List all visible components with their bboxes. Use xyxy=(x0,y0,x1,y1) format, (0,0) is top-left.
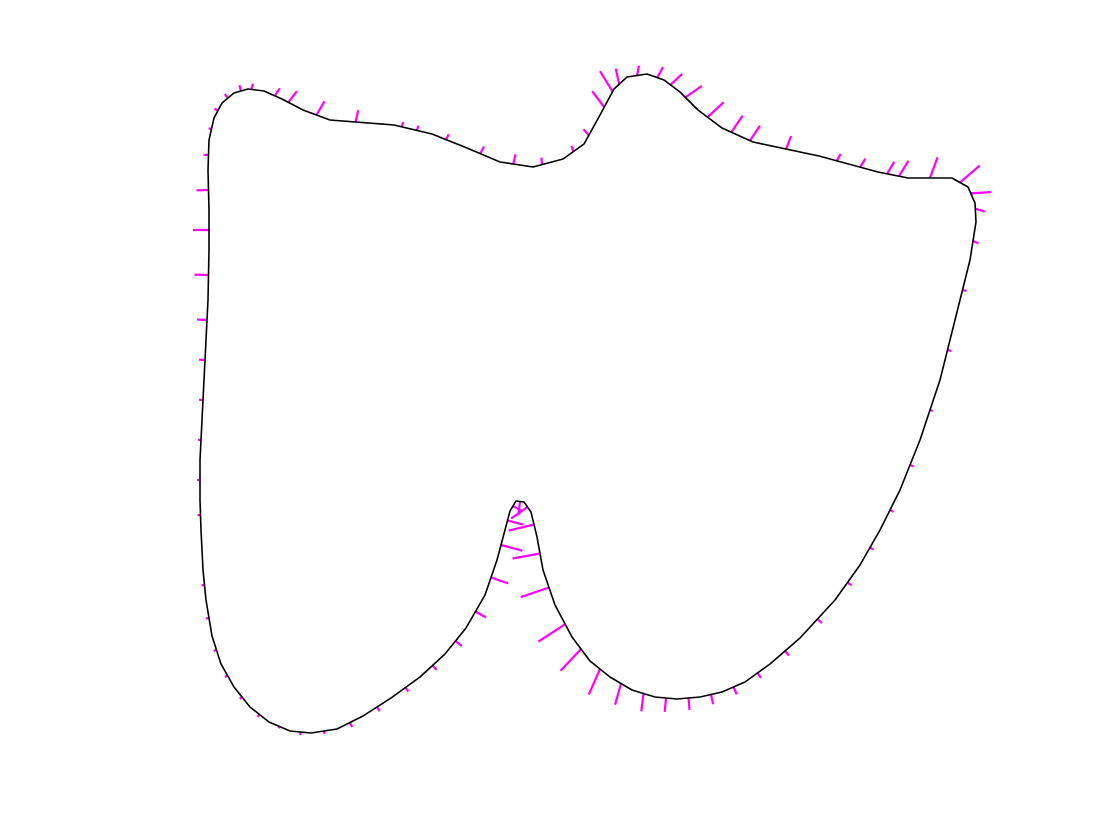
hatch-mark xyxy=(730,115,744,133)
hatch-mark xyxy=(859,158,867,168)
hatch-mark xyxy=(835,153,842,162)
hatch-mark xyxy=(238,84,243,92)
hatch-mark xyxy=(635,65,641,76)
hatch-mark xyxy=(474,610,487,619)
hatch-mark xyxy=(512,552,541,560)
hatch-mark xyxy=(886,161,896,175)
hatch-mark xyxy=(250,83,255,90)
hatch-mark xyxy=(709,694,715,705)
hatch-mark xyxy=(537,623,566,643)
hatch-mark xyxy=(663,697,668,713)
hatch-mark xyxy=(454,640,463,647)
hatch-mark xyxy=(928,156,939,179)
hatch-mark xyxy=(656,66,665,79)
hatch-mark xyxy=(846,581,853,587)
hatch-mark xyxy=(784,650,790,657)
hatch-mark xyxy=(223,93,229,99)
hatch-mark xyxy=(445,133,450,141)
hatch-marks xyxy=(193,65,991,736)
hatch-mark xyxy=(970,191,991,195)
hatch-mark xyxy=(512,505,523,513)
hatch-mark xyxy=(784,135,793,150)
hatch-mark xyxy=(273,87,281,97)
hatch-mark xyxy=(479,145,485,155)
hatch-mark xyxy=(669,73,683,86)
hatch-mark xyxy=(684,84,703,99)
hatch-mark xyxy=(959,164,981,184)
hatch-mark xyxy=(196,318,208,322)
hatch-mark xyxy=(687,697,691,711)
hatch-mark xyxy=(756,672,762,679)
hatch-mark xyxy=(507,519,524,526)
hatch-mark xyxy=(508,523,535,532)
hatch-mark xyxy=(732,686,738,695)
hatch-mark xyxy=(400,121,405,128)
hatch-mark xyxy=(490,576,509,585)
hatch-mark xyxy=(354,110,360,123)
hatch-mark xyxy=(972,239,979,245)
hatch-mark xyxy=(587,668,602,696)
hatch-mark xyxy=(591,90,606,108)
hatch-mark xyxy=(614,683,623,705)
hatch-mark xyxy=(315,100,326,116)
hatch-mark xyxy=(599,70,614,93)
hatch-mark xyxy=(376,706,381,712)
hatch-mark xyxy=(898,160,910,177)
hatch-mark xyxy=(431,664,438,671)
hatch-mark xyxy=(520,586,550,599)
hatch-mark xyxy=(559,648,582,672)
hatch-mark xyxy=(816,618,823,624)
hatch-mark xyxy=(287,90,298,103)
hatch-mark xyxy=(404,686,410,693)
hatch-mark xyxy=(748,125,761,142)
hatch-mark xyxy=(614,68,621,85)
hatch-mark xyxy=(974,207,986,213)
hatch-mark xyxy=(570,145,575,152)
hatch-mark xyxy=(512,154,517,165)
hatch-mark xyxy=(582,128,590,137)
hatch-mark xyxy=(706,101,725,119)
hatch-mark xyxy=(540,157,544,165)
hatch-mark xyxy=(415,125,420,131)
shape-outline xyxy=(199,73,977,734)
hatch-mark xyxy=(349,722,354,728)
hatch-mark xyxy=(500,543,523,552)
hatch-mark xyxy=(640,693,645,712)
